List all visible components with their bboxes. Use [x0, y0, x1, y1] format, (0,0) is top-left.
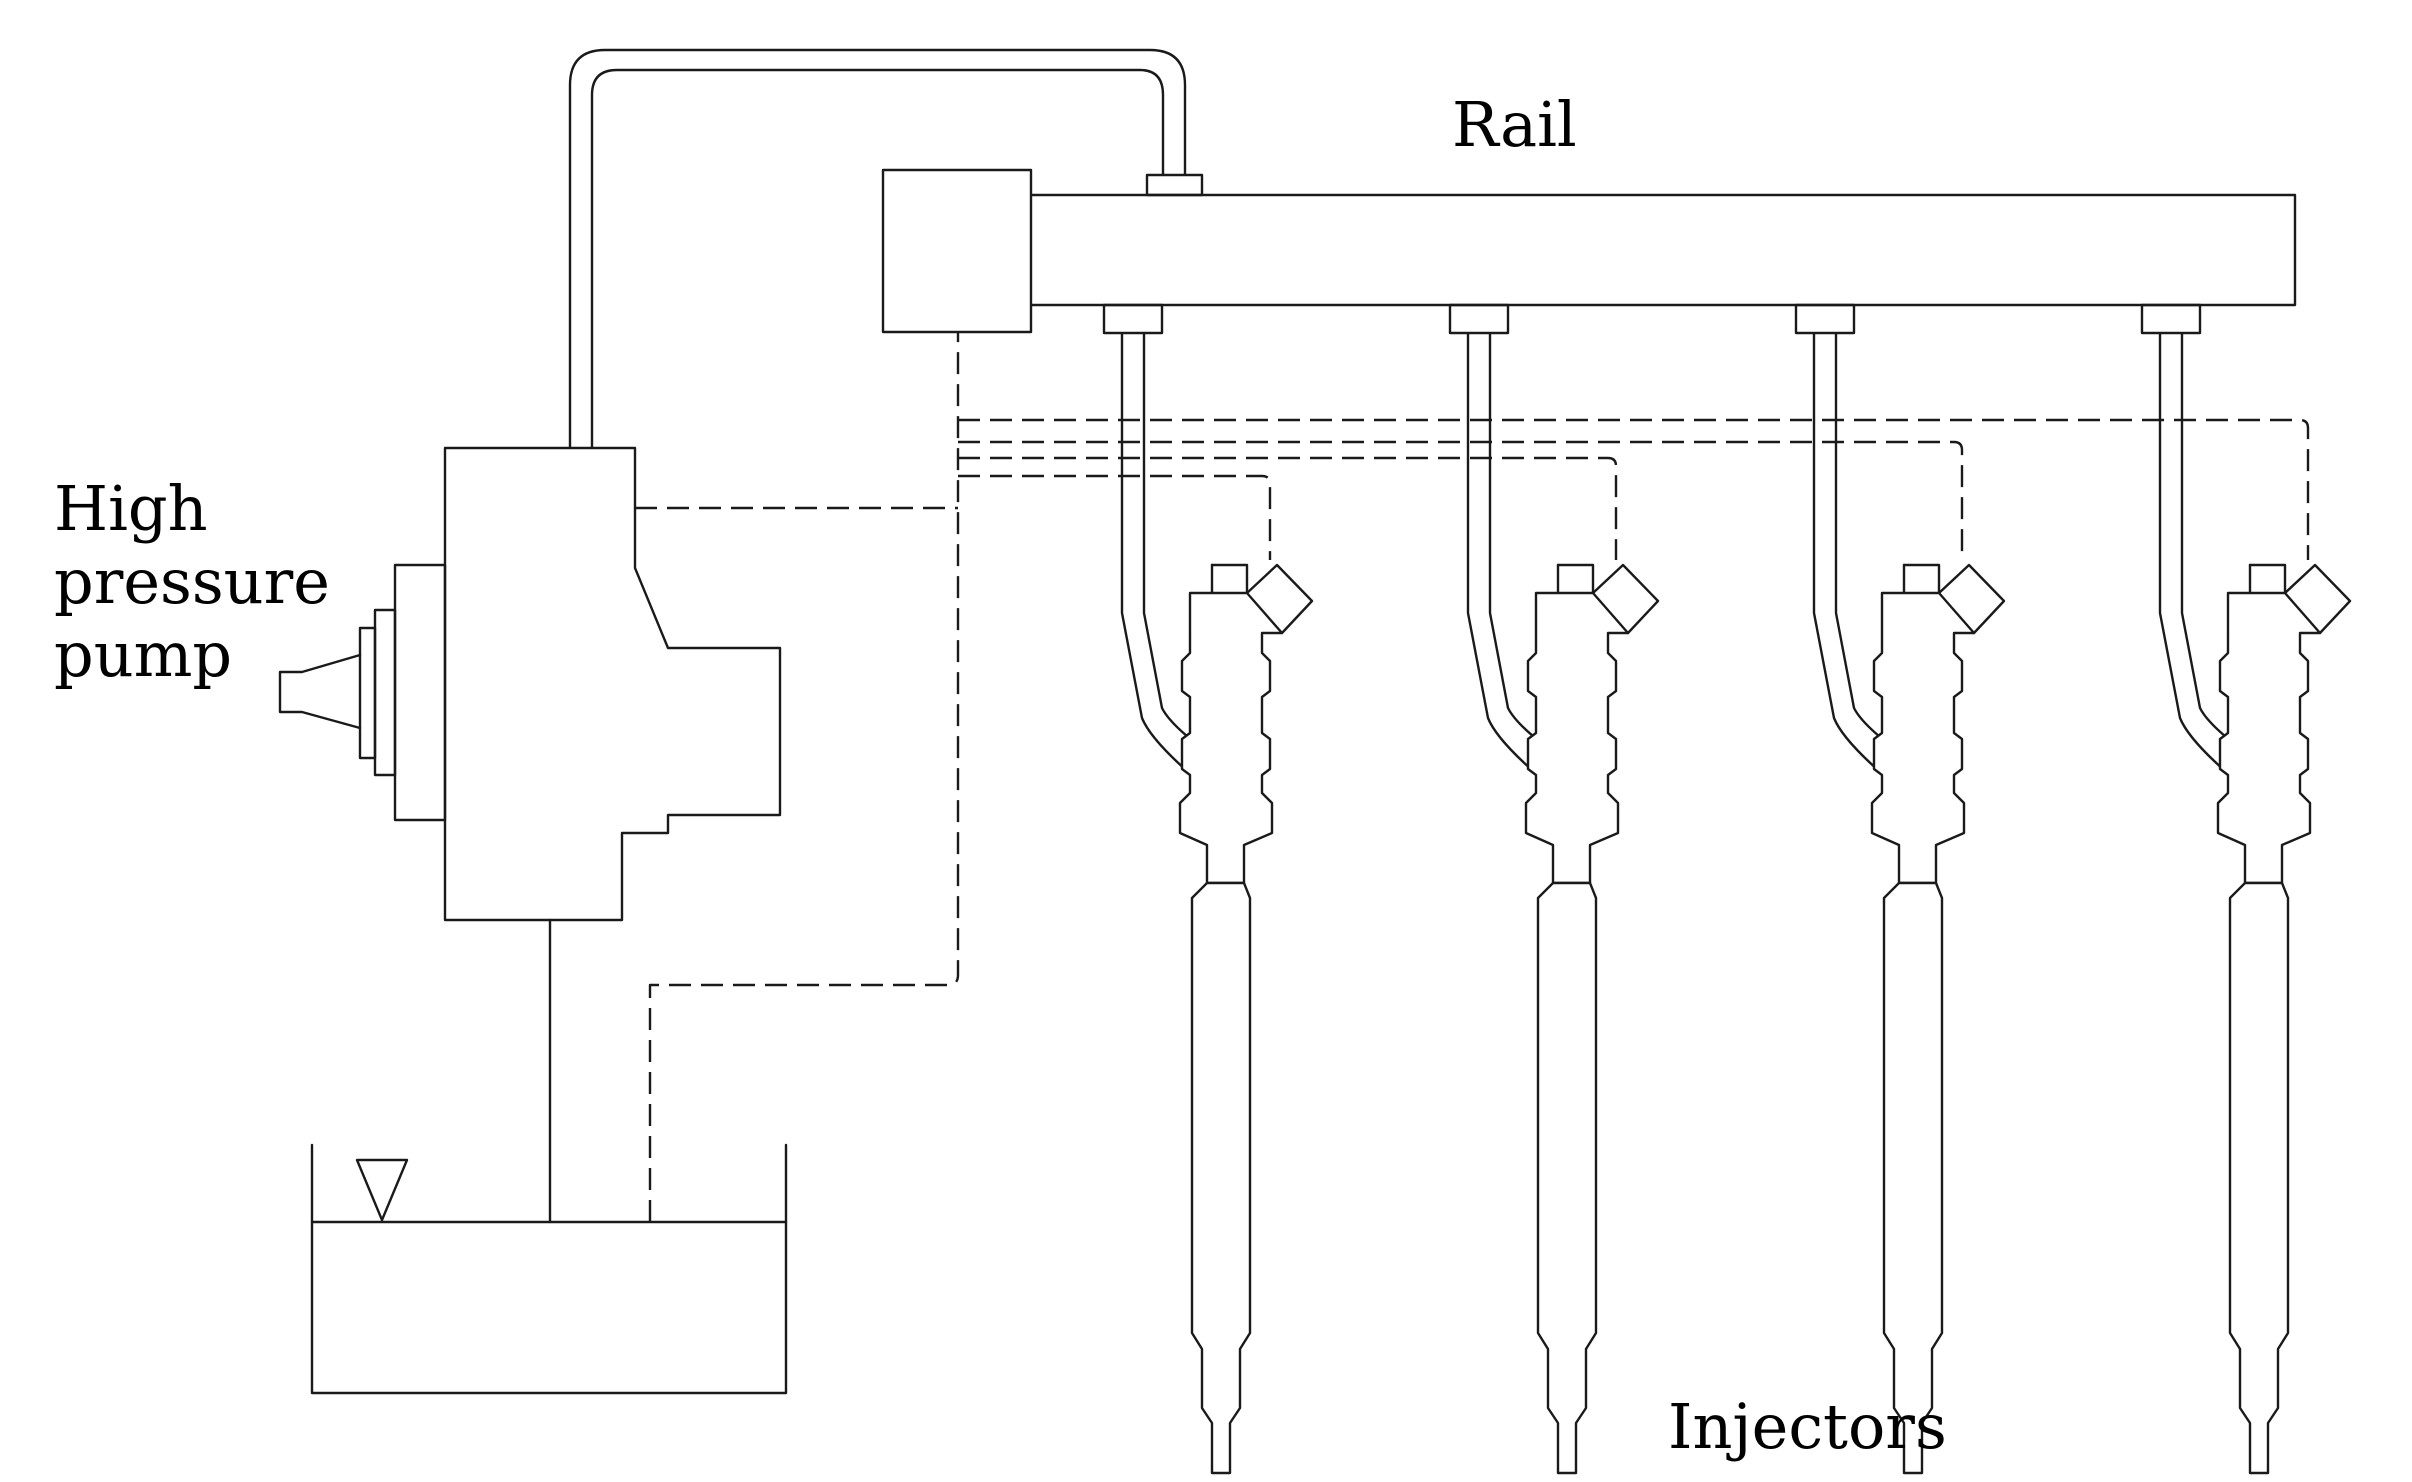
- injector: [1466, 331, 1660, 1475]
- rail-inlet-fitting: [1145, 173, 1204, 197]
- pressure-control-unit: [881, 168, 1033, 334]
- high-pressure-pump-label: High pressure pump: [54, 472, 330, 691]
- high-pressure-pipe: [568, 48, 1187, 448]
- rail: [881, 168, 2297, 335]
- pump-label-line-1: High: [54, 472, 208, 545]
- high-pressure-pump: [278, 446, 782, 922]
- pump-drive-shaft: [278, 653, 362, 730]
- pump-label-line-2: pressure: [54, 545, 330, 619]
- injectors-label: Injectors: [1668, 1390, 1947, 1463]
- rail-label: Rail: [1452, 88, 1577, 161]
- injector: [1120, 331, 1314, 1475]
- injector: [2158, 331, 2352, 1475]
- injector: [1812, 331, 2006, 1475]
- control-lines: [958, 418, 2310, 560]
- pump-label-line-3: pump: [54, 618, 233, 692]
- fuel-level-icon: [355, 1158, 409, 1222]
- return-line: [648, 330, 960, 1222]
